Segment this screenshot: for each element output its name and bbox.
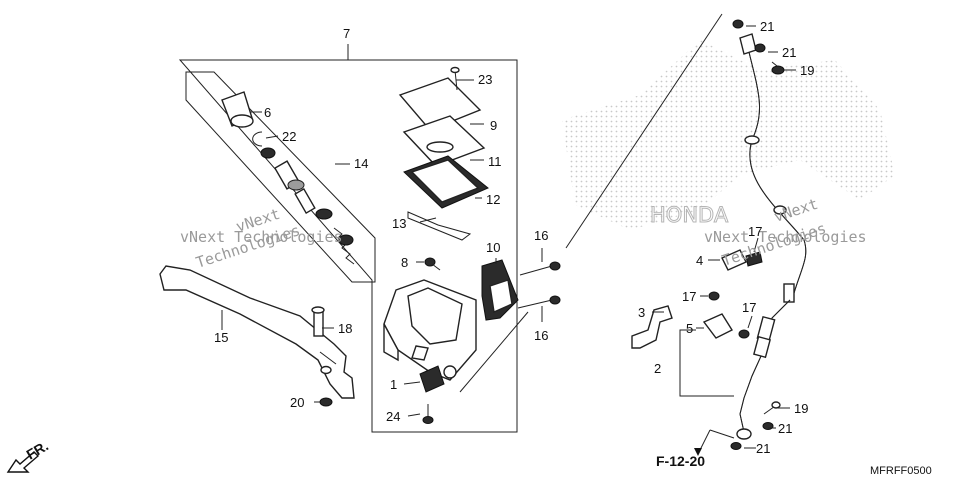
callout-21-second: 21	[782, 45, 796, 60]
honda-wing-logo: HONDA	[562, 40, 895, 230]
callout-11: 11	[488, 154, 502, 169]
reservoir-cover-stack	[398, 66, 489, 241]
brake-hose-lower	[730, 283, 795, 450]
watermark-text: vNext	[772, 195, 821, 226]
brake-hose-upper	[744, 47, 807, 301]
cap-8	[424, 257, 441, 271]
callout-2: 2	[654, 361, 661, 376]
callout-8: 8	[401, 255, 408, 270]
callout-16-upper: 16	[534, 228, 548, 243]
circlip-22	[252, 131, 263, 147]
honda-logo-text: HONDA	[650, 203, 729, 227]
front-arrow: FR.	[6, 437, 51, 473]
callout-21-top: 21	[760, 19, 774, 34]
callout-12: 12	[486, 192, 500, 207]
callout-1: 1	[390, 377, 397, 392]
callout-17-top: 17	[748, 224, 762, 239]
reference-label: F-12-20	[656, 453, 705, 469]
callout-5: 5	[686, 321, 693, 336]
callout-14: 14	[354, 156, 368, 171]
callout-4: 4	[696, 253, 703, 268]
callout-9: 9	[490, 118, 497, 133]
drawing-code: MFRFF0500	[870, 465, 932, 477]
callout-21-lower: 21	[778, 421, 792, 436]
brake-lever-15	[159, 265, 355, 399]
clamp-5	[702, 313, 750, 339]
assembly-frame-7	[178, 13, 723, 433]
callout-22: 22	[282, 129, 296, 144]
callout-10: 10	[486, 240, 500, 255]
plate-11	[402, 115, 486, 167]
reference-arrow: F-12-20	[656, 429, 711, 469]
callout-20: 20	[290, 395, 304, 410]
callout-15: 15	[214, 330, 228, 345]
callout-19-upper: 19	[800, 63, 814, 78]
callout-13: 13	[392, 216, 406, 231]
cover-9	[398, 77, 482, 131]
screw-24	[422, 404, 434, 424]
watermark-text: vNext Technologies	[180, 228, 343, 246]
callout-17-middle: 17	[682, 289, 696, 304]
master-cylinder-body	[383, 279, 477, 381]
callout-labels: 7 6 22 14 23 9 11 12 13 8 10 16 16 15 18…	[214, 19, 814, 456]
bracket-3	[631, 305, 673, 349]
pivot-bolt-18	[311, 306, 325, 337]
bolt-16-lower	[517, 295, 561, 309]
screw-23	[450, 66, 460, 74]
bolt-17-upper	[708, 291, 720, 301]
callout-19-lower: 19	[794, 401, 808, 416]
callout-3: 3	[638, 305, 645, 320]
switch-1	[419, 365, 445, 393]
bolt-16-upper	[519, 261, 561, 276]
holder-10	[481, 259, 519, 321]
callout-17-right: 17	[742, 300, 756, 315]
callout-21-bottom: 21	[756, 441, 770, 456]
callout-6: 6	[264, 105, 271, 120]
seal-13	[407, 211, 472, 241]
boot-6	[221, 91, 254, 128]
callout-18: 18	[338, 321, 352, 336]
callout-23: 23	[478, 72, 492, 87]
leader-lines	[221, 25, 796, 449]
callout-7: 7	[343, 26, 350, 41]
callout-16-lower: 16	[534, 328, 548, 343]
piston-set-14	[260, 147, 355, 265]
banjo-fitting-top	[732, 19, 785, 75]
piston-assembly	[221, 91, 355, 265]
callout-24: 24	[386, 409, 400, 424]
watermark-text: vNext Technologies	[704, 228, 867, 246]
nut-20	[319, 397, 333, 407]
clamp-4	[721, 249, 763, 271]
